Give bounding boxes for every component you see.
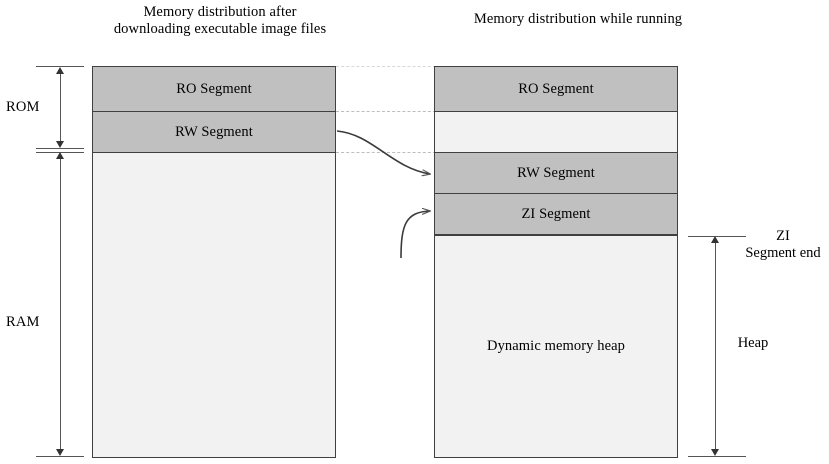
rom-label: ROM bbox=[6, 99, 40, 115]
ram-arrow-up bbox=[55, 152, 64, 159]
left-diagram-title: Memory distribution after downloading ex… bbox=[113, 4, 327, 37]
right-ro-segment: RO Segment bbox=[434, 66, 678, 112]
rom-arrow-up bbox=[55, 67, 64, 74]
rom-dimension-line bbox=[60, 69, 61, 145]
heap-arrow-down bbox=[710, 449, 719, 456]
left-ro-segment: RO Segment bbox=[92, 66, 336, 112]
right-rw-segment-label: RW Segment bbox=[517, 164, 595, 181]
left-ro-segment-label: RO Segment bbox=[176, 80, 252, 97]
rom-arrow-down bbox=[55, 141, 64, 148]
guide-line-ro-bottom bbox=[336, 111, 436, 112]
guide-line-rw-bottom bbox=[336, 152, 436, 153]
rom-bottom-tick bbox=[36, 148, 84, 149]
ram-dimension-line bbox=[60, 155, 61, 452]
zi-segment-end-line2: Segment end bbox=[745, 245, 821, 261]
ram-label: RAM bbox=[6, 314, 40, 330]
heap-dimension-line bbox=[715, 239, 716, 452]
zi-segment-end-line1: ZI bbox=[776, 228, 790, 244]
right-diagram-title: Memory distribution while running bbox=[473, 11, 683, 27]
heap-arrow-up bbox=[710, 236, 719, 243]
ram-arrow-down bbox=[55, 449, 64, 456]
right-zi-segment-label: ZI Segment bbox=[521, 205, 591, 222]
left-rw-segment: RW Segment bbox=[92, 111, 336, 153]
right-ro-segment-label: RO Segment bbox=[518, 80, 594, 97]
right-rw-segment: RW Segment bbox=[434, 152, 678, 194]
right-dynamic-heap-label: Dynamic memory heap bbox=[487, 338, 625, 354]
heap-label: Heap bbox=[737, 335, 769, 351]
ram-bottom-tick bbox=[36, 456, 84, 457]
left-rw-segment-label: RW Segment bbox=[175, 123, 253, 140]
rom-top-tick bbox=[36, 66, 84, 67]
right-dynamic-heap: Dynamic memory heap bbox=[434, 235, 678, 458]
zi-create-arrow bbox=[400, 211, 430, 259]
right-zi-segment: ZI Segment bbox=[434, 193, 678, 235]
left-free-area bbox=[92, 152, 336, 458]
right-free-gap bbox=[434, 111, 678, 153]
guide-line-ro-top bbox=[336, 66, 436, 67]
heap-bottom-tick bbox=[688, 456, 746, 457]
zi-segment-end-label: ZI Segment end bbox=[738, 228, 828, 262]
